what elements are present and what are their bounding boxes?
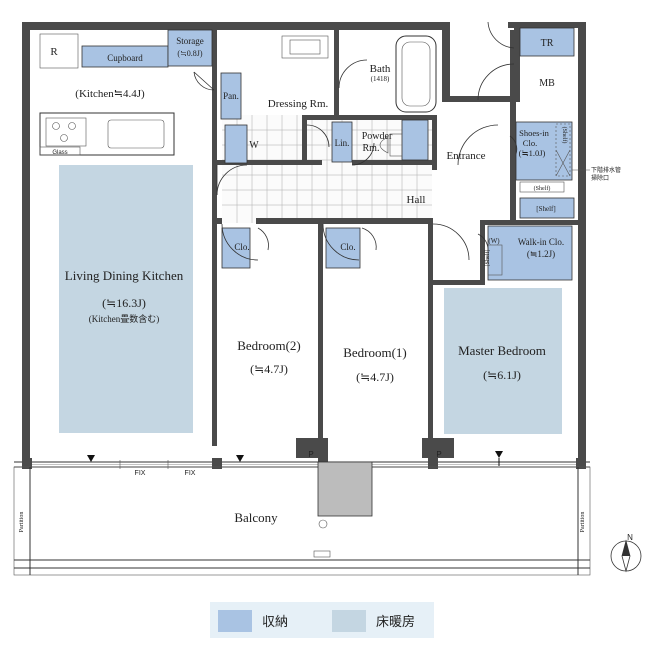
balcony-area	[13, 461, 591, 576]
bath-size: (1418)	[371, 75, 390, 83]
partition-right: Partition	[580, 512, 586, 533]
drain-note-1: 下階排水管	[591, 166, 621, 174]
shoes-size: (≒1.0J)	[519, 148, 546, 158]
walkin-shelf-label: [Shelf]	[484, 250, 491, 267]
north-label: N	[627, 533, 633, 542]
entrance-label: Entrance	[446, 150, 485, 162]
doors	[193, 21, 518, 261]
pantry	[220, 72, 242, 120]
dressing-room-label: Dressing Rm.	[268, 98, 329, 110]
fix-label-1: FIX	[135, 470, 146, 477]
bedroom1-size: (≒4.7J)	[356, 370, 394, 384]
storage-closet	[167, 29, 213, 67]
bath-label: Bath	[370, 63, 391, 75]
ldk-size: (≒16.3J)	[102, 296, 146, 310]
interior-walls	[212, 30, 578, 458]
walkin-w-label: (W)	[488, 237, 500, 245]
ldk-floor-heating	[59, 165, 193, 433]
balcony-label: Balcony	[234, 510, 278, 525]
fixtures	[39, 33, 571, 276]
dressing-w-label: W	[249, 140, 259, 151]
kitchen-size: (Kitchen≒4.4J)	[75, 88, 145, 100]
powder-room-label: Powder	[362, 131, 393, 142]
north-compass-icon	[610, 539, 642, 573]
powder-storage	[401, 119, 429, 161]
drain-grate	[313, 550, 331, 558]
linen-closet	[331, 121, 353, 163]
tr-label: TR	[541, 38, 554, 49]
sliding-markers	[87, 451, 503, 466]
storage-label: Storage	[176, 36, 204, 46]
drain-note-2: 掃除口	[591, 174, 609, 182]
window-line	[14, 458, 590, 469]
bedroom2-size: (≒4.7J)	[250, 362, 288, 376]
legend: 収納 床暖房	[210, 602, 434, 638]
p-label-1: P	[308, 450, 313, 459]
ldk-note: (Kitchen畳数含む)	[89, 313, 159, 324]
shoes-label: Shoes-in	[519, 128, 550, 138]
shelf-top-label: [Shelf]	[536, 205, 555, 213]
bedroom1-name: Bedroom(1)	[343, 345, 407, 360]
shoes-closet	[515, 121, 573, 181]
outdoor-unit	[317, 461, 373, 517]
partition-left: Partition	[19, 512, 25, 533]
cupboard-label: Cupboard	[107, 53, 143, 63]
master-floor-heating	[444, 288, 562, 434]
outer-walls	[22, 22, 586, 467]
clo2-label: Clo.	[234, 242, 249, 252]
walkin-size: (≒1.2J)	[527, 249, 555, 259]
tr-closet	[519, 27, 575, 57]
master-name: Master Bedroom	[458, 343, 546, 358]
clo2-closet	[221, 227, 251, 269]
glass-label: Glass	[52, 150, 67, 156]
storage-size: (≒0.8J)	[177, 49, 202, 58]
shelf-vertical-label: (Shelf)	[561, 127, 568, 144]
master-size: (≒6.1J)	[483, 368, 521, 382]
legend-storage-swatch	[218, 610, 252, 632]
shoes-label-2: Clo.	[523, 138, 537, 148]
legend-heating-swatch	[332, 610, 366, 632]
bedroom2-name: Bedroom(2)	[237, 338, 301, 353]
dressing-w-storage	[224, 124, 248, 164]
walkin-label: Walk-in Clo.	[518, 237, 564, 247]
shelf-bottom-label: (Shelf)	[534, 185, 551, 192]
hall-label: Hall	[407, 194, 426, 206]
fridge-label: R	[50, 46, 58, 58]
mb-label: MB	[539, 78, 555, 89]
powder-room-label-2: Rm.	[363, 143, 380, 154]
ldk-name: Living Dining Kitchen	[65, 268, 184, 283]
linen-label: Lin.	[335, 138, 350, 148]
fix-label-2: FIX	[185, 470, 196, 477]
pantry-label: Pan.	[223, 91, 239, 101]
legend-heating-label: 床暖房	[376, 614, 415, 629]
labels: R Cupboard Storage (≒0.8J) (Kitchen≒4.4J…	[19, 36, 633, 542]
tile-grid	[222, 115, 432, 223]
p-label-2: P	[436, 450, 441, 459]
legend-storage-label: 収納	[262, 614, 288, 629]
shelf-top	[519, 197, 575, 219]
clo1-label: Clo.	[340, 242, 355, 252]
